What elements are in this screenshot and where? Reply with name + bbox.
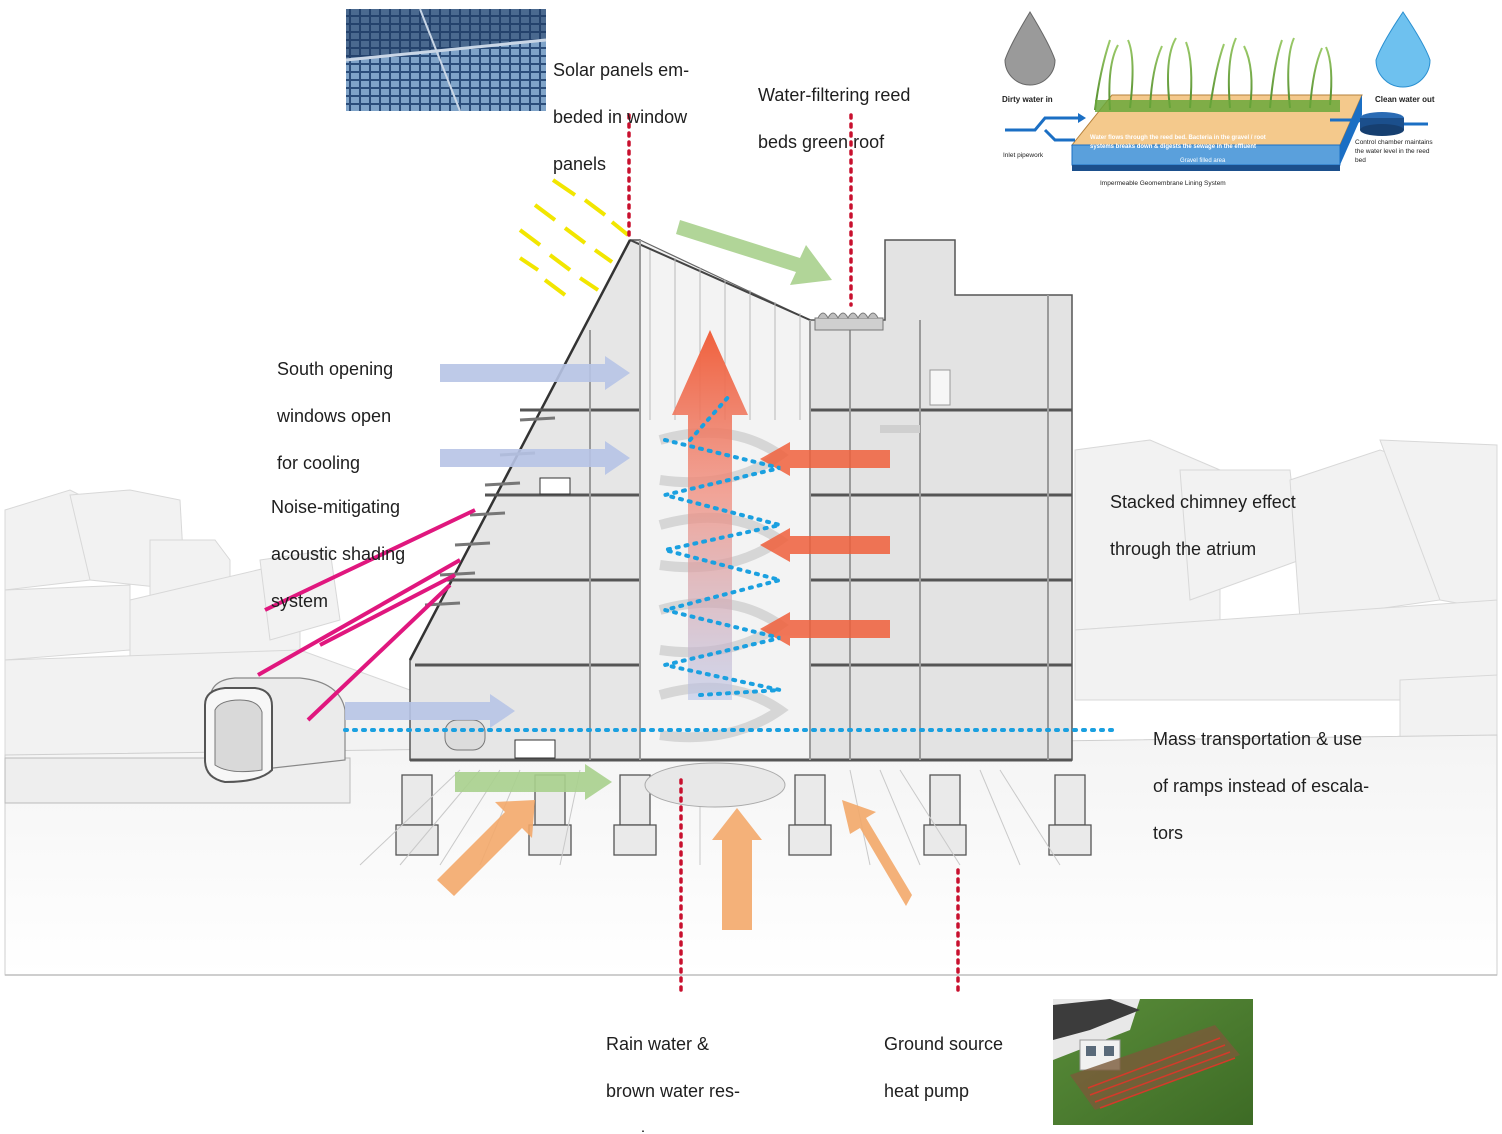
reed-dirty-water-label: Dirty water in [1002,95,1053,104]
south-windows-label-line-1: South opening [277,358,394,379]
reed-bed-diagram: Dirty water in Clean water out Inlet pip… [1002,11,1435,187]
reed-gravel-label: Gravel filled area [1180,158,1226,164]
south-windows-label: South opening windows open for cooling [277,334,393,499]
south-windows-label-line-2: windows open [277,405,392,426]
sun-rays [518,178,630,297]
rain-water-label-line-3: ervoir [606,1127,740,1134]
reed-lining-label: Impermeable Geomembrane Lining System [1100,180,1226,187]
ground-source-label-line-2: heat pump [884,1080,970,1101]
noise-shading-label-line-2: acoustic shading [271,543,406,564]
solar-panels-label: Solar panels em- beded in window panels [553,35,689,200]
reed-control-label-2: the water level in the reed [1355,148,1430,155]
noise-shading-label-line-1: Noise-mitigating [271,496,401,517]
rain-water-label-line-1: Rain water & [606,1033,710,1054]
reed-control-label-3: bed [1355,157,1366,164]
chimney-label: Stacked chimney effect through the atriu… [1110,467,1296,585]
noise-shading-label: Noise-mitigating acoustic shading system [271,472,405,637]
mass-transport-label-line-3: tors [1153,822,1184,843]
south-windows-label-line-3: for cooling [277,452,361,473]
reed-beds-label: Water-filtering reed beds green roof [758,60,910,178]
reed-beds-label-line-1: Water-filtering reed [758,84,911,105]
mass-transport-label: Mass transportation & use of ramps inste… [1153,704,1369,869]
solar-panels-label-line-1: Solar panels em- [553,59,690,80]
ground-source-label: Ground source heat pump [884,1009,1003,1127]
reed-flow-text-2: systems breaks down & digests the sewage… [1090,144,1256,150]
ground-heat-arrows [437,800,912,930]
noise-lines [257,508,476,722]
solar-panels-label-line-3: panels [553,153,607,174]
leader-lines [627,113,960,997]
solar-panel-photo [345,8,547,112]
transit-tunnel [204,677,346,784]
chimney-label-line-2: through the atrium [1110,538,1257,559]
heat-pump-photo [1053,999,1253,1125]
reed-control-label-1: Control chamber maintains [1355,139,1433,146]
background-buildings-right [1074,439,1498,746]
reed-flow-text-1: Water flows through the reed bed. Bacter… [1090,135,1266,141]
ground-source-label-line-1: Ground source [884,1033,1004,1054]
fresh-air-arrow-ground [455,764,612,800]
noise-shading-label-line-3: system [271,590,329,611]
mass-transport-label-line-2: of ramps instead of escala- [1153,775,1370,796]
cool-air-arrows [345,356,630,728]
reed-inlet-label: Inlet pipework [1003,152,1044,159]
rain-water-label-line-2: brown water res- [606,1080,741,1101]
stack-effect-arrow [672,330,748,700]
solar-panels-label-line-2: beded in window [553,106,688,127]
mass-transport-label-line-1: Mass transportation & use [1153,728,1363,749]
fresh-air-arrow-roof [676,220,832,285]
air-flow-paths [343,393,1117,732]
chimney-label-line-1: Stacked chimney effect [1110,491,1296,512]
reed-clean-water-label: Clean water out [1375,95,1435,104]
rain-water-reservoir [644,762,786,808]
warm-air-arrows [760,442,890,646]
reed-beds-label-line-2: beds green roof [758,131,885,152]
rain-water-label: Rain water & brown water res- ervoir [606,1009,740,1134]
